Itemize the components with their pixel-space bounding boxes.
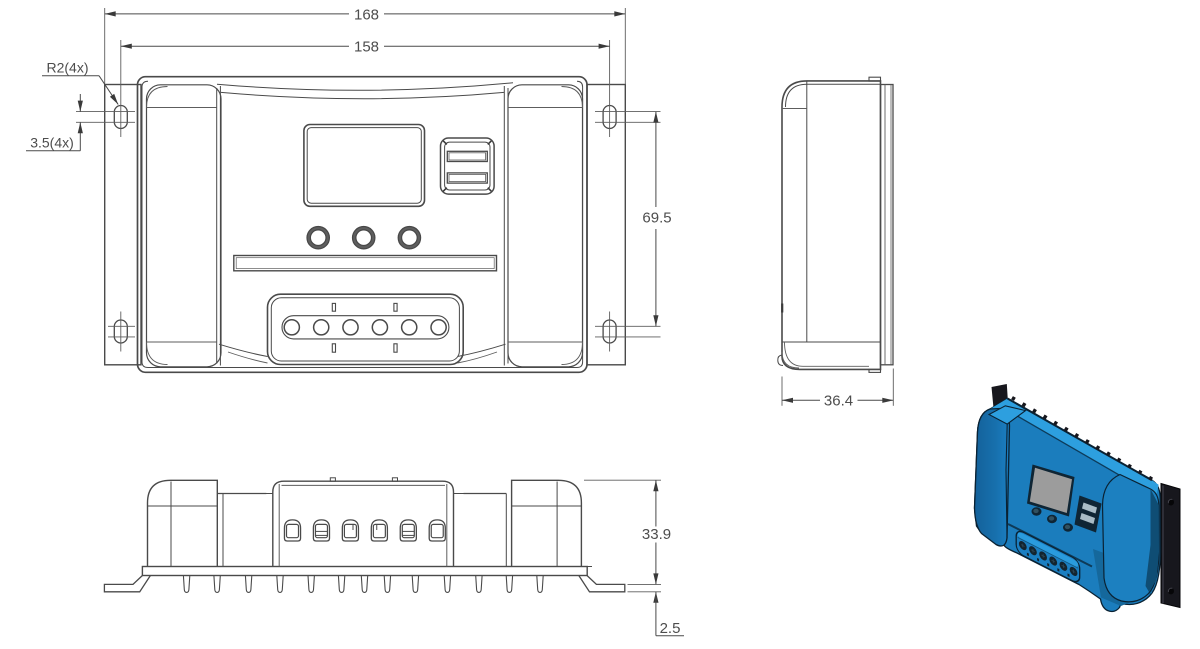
svg-text:158: 158 (354, 39, 379, 56)
svg-text:36.4: 36.4 (824, 393, 853, 410)
svg-text:33.9: 33.9 (642, 526, 671, 543)
svg-text:R2(4x): R2(4x) (46, 60, 88, 76)
svg-text:168: 168 (354, 6, 379, 23)
svg-text:3.5(4x): 3.5(4x) (30, 135, 74, 151)
svg-text:2.5: 2.5 (660, 620, 681, 637)
svg-text:69.5: 69.5 (642, 210, 671, 227)
